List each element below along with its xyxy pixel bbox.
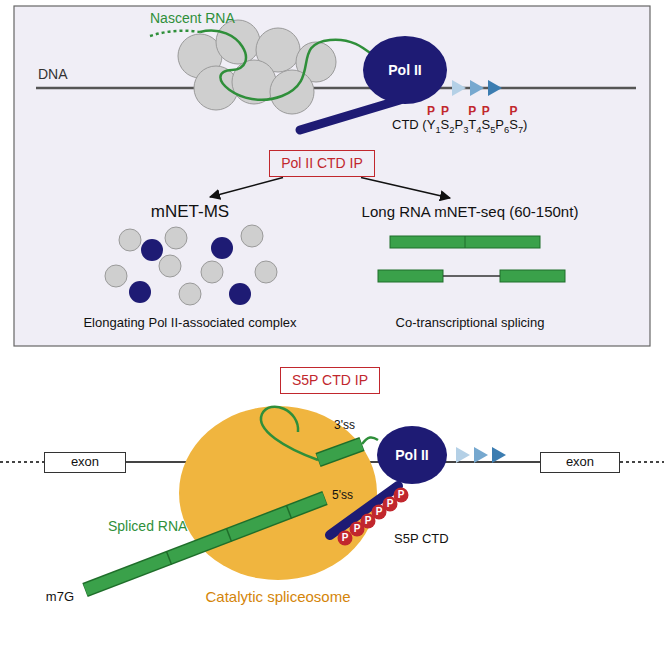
polii-circle: [211, 237, 233, 259]
spliceosome-label: Catalytic spliceosome: [205, 588, 350, 605]
unspliced-rna: [390, 236, 540, 248]
ctd-bar: [300, 100, 400, 130]
method-heading: mNET-MS: [147, 199, 234, 225]
rna-label: Nascent RNA: [150, 10, 235, 26]
polii-ellipse: [363, 36, 447, 104]
polii-ellipse: Pol II: [362, 35, 448, 105]
ctd-label: CTD (Y1S2P3T4S5P6S7): [392, 118, 527, 135]
rna-label: Spliced RNA: [108, 518, 187, 534]
method-title: mNET-MS: [151, 202, 229, 222]
polii-ellipse: Pol II: [376, 425, 448, 485]
phospho-circle: [372, 505, 387, 520]
caption-text: Elongating Pol II-associated complex: [83, 316, 296, 331]
protein-circle: [255, 261, 277, 283]
spliced-rna: [86, 498, 325, 590]
dna-line: [36, 87, 636, 90]
dna-dotted: [620, 461, 664, 463]
phospho-mark: P: [441, 105, 449, 119]
protein-circle: [119, 229, 141, 251]
arrow-connector: [361, 178, 450, 199]
polii-label: Pol II: [388, 62, 421, 78]
ip-box: Pol II CTD IP: [269, 150, 375, 177]
protein-circle: [201, 261, 223, 283]
dna-label: DNA: [38, 66, 68, 82]
protein-circle: [241, 225, 263, 247]
phospho-circle: [361, 514, 376, 529]
exon-junction: [287, 506, 292, 519]
phospho-circle: [383, 497, 398, 512]
nascent-rna: [200, 31, 386, 100]
spliceosome-ellipse: [179, 406, 377, 580]
s5p-ctd-bar: [330, 486, 398, 535]
polii-label: Pol II: [395, 447, 428, 463]
phospho-mark: P: [468, 105, 476, 119]
exon-junction: [227, 529, 232, 542]
ip-label: S5P CTD IP: [292, 372, 368, 388]
direction-triangle: [470, 80, 484, 96]
phospho-mark: P: [510, 105, 518, 119]
exon-3ss-outline: [318, 444, 362, 460]
phospho-mark: P: [376, 506, 383, 518]
protein-circle: [165, 227, 187, 249]
phospho-mark: P: [398, 489, 405, 501]
top-panel: [14, 6, 650, 346]
polii-circle: [229, 283, 251, 305]
nucleosome: [232, 60, 276, 104]
phospho-circle: [350, 522, 365, 537]
exon-label: exon: [566, 455, 594, 470]
caption-text: Co-transcriptional splicing: [396, 316, 545, 331]
arrow-connector: [210, 178, 283, 198]
phospho-mark: P: [482, 105, 490, 119]
method-heading: Long RNA mNET-seq (60-150nt): [358, 200, 583, 224]
ctd-label: S5P CTD: [394, 532, 449, 547]
protein-circle: [179, 283, 201, 305]
phospho-mark: P: [387, 498, 394, 510]
exon-box: exon: [540, 452, 620, 473]
nascent-rna: [362, 437, 378, 444]
method-title: Long RNA mNET-seq (60-150nt): [362, 203, 579, 220]
direction-triangle: [474, 447, 488, 463]
exon-box: exon: [44, 452, 126, 473]
spliced-rna-outline: [85, 498, 325, 590]
dna-dotted: [0, 461, 44, 463]
ip-box: S5P CTD IP: [280, 367, 380, 394]
phospho-circle: [338, 531, 353, 546]
spliceosome-ellipse: Catalytic spliceosome: [178, 405, 378, 605]
nucleosome: [194, 66, 238, 110]
exon-label: exon: [71, 455, 99, 470]
polii-ellipse: [377, 426, 447, 484]
direction-triangle: [492, 447, 506, 463]
phospho-circle: [394, 488, 409, 503]
polii-circle: [129, 281, 151, 303]
spliced-exon: [378, 270, 443, 282]
polii-circle: [141, 239, 163, 261]
exon-junction: [167, 552, 172, 565]
nascent-rna-dashed: [150, 31, 200, 36]
direction-triangle: [452, 80, 466, 96]
phospho-mark: P: [427, 105, 435, 119]
exon-junction: [465, 236, 466, 248]
exon-3ss: [319, 444, 362, 460]
spliceosome-ellipse-shape: [178, 405, 378, 581]
cap-label: m7G: [46, 590, 74, 605]
lariat-loop: [261, 407, 318, 460]
direction-triangle: [456, 447, 470, 463]
protein-circle: [105, 265, 127, 287]
intron-line: [443, 275, 500, 277]
ip-label: Pol II CTD IP: [281, 155, 363, 171]
direction-triangle: [488, 80, 502, 96]
protein-circle: [159, 255, 181, 277]
spliced-exon: [500, 270, 565, 282]
